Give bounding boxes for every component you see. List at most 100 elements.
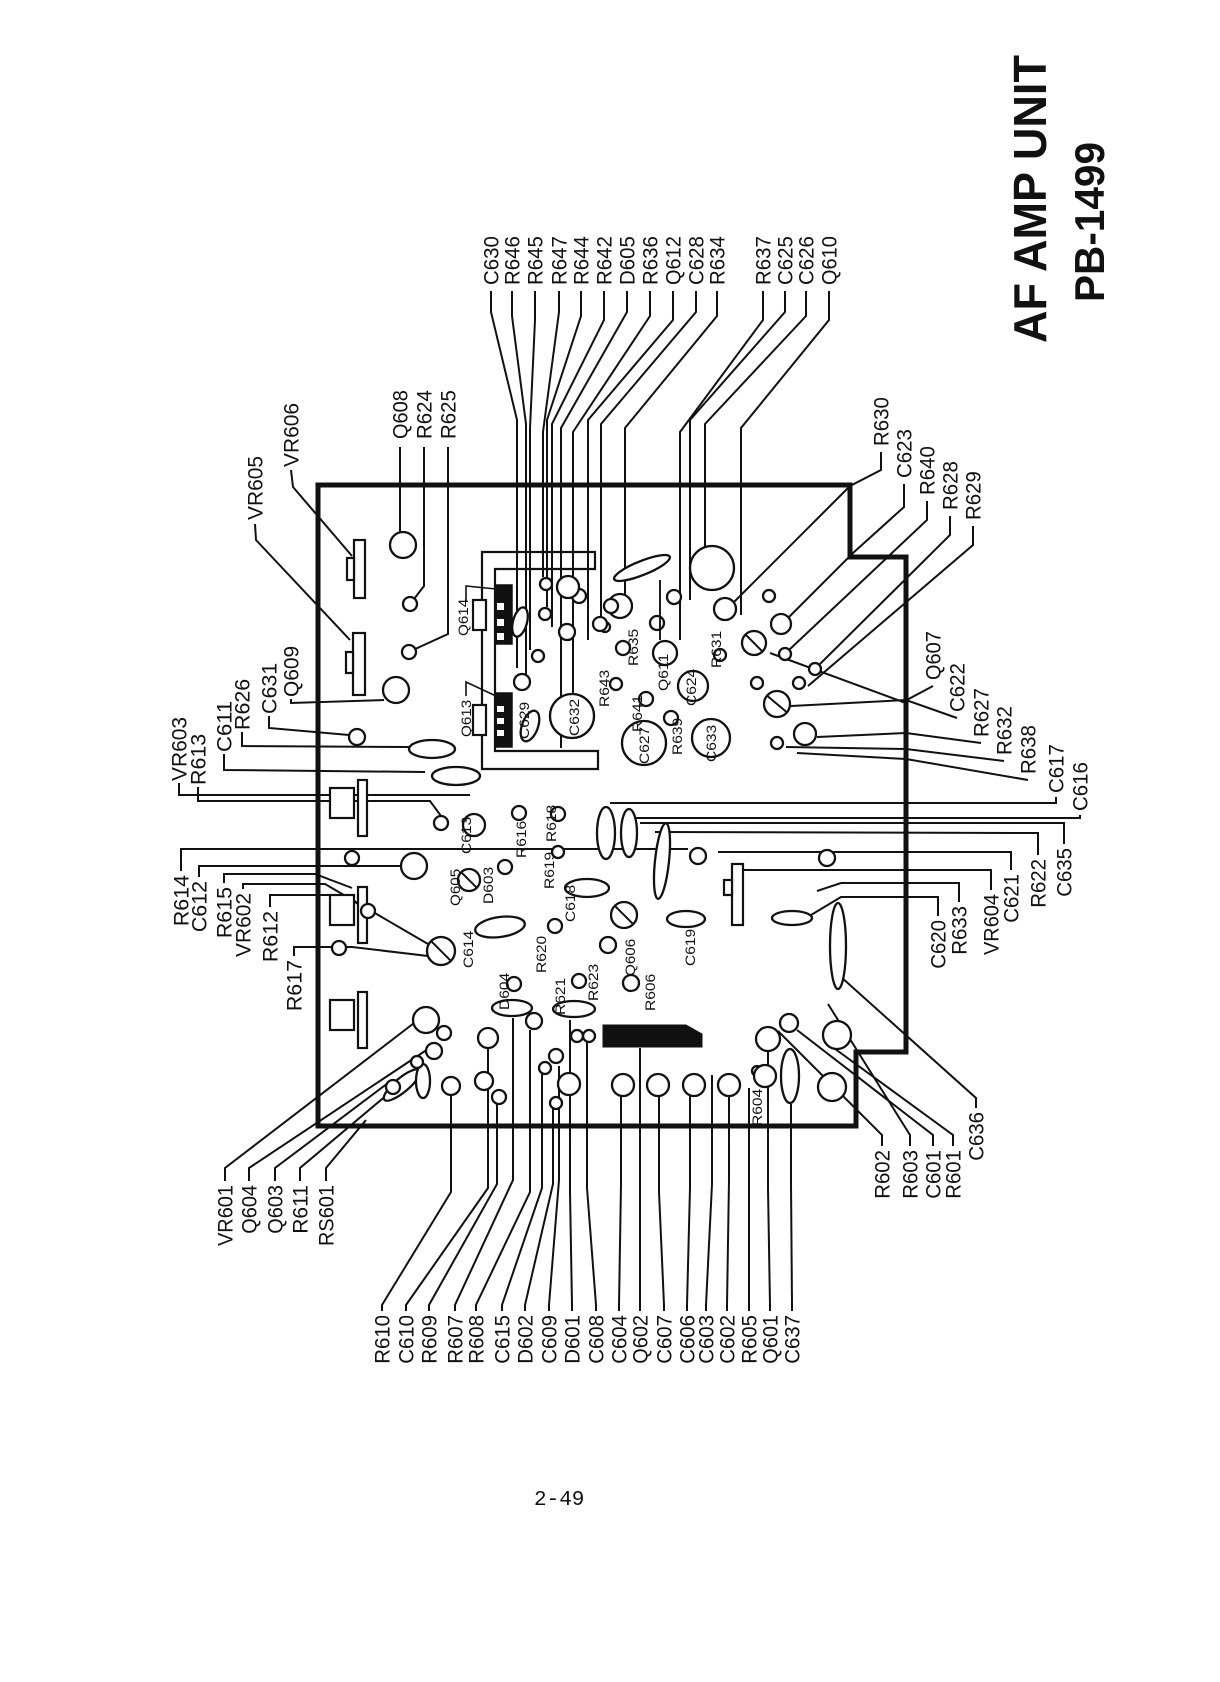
svg-text:C622: C622: [947, 663, 970, 712]
svg-text:R635: R635: [625, 629, 641, 666]
svg-text:R605: R605: [739, 1315, 762, 1364]
svg-text:PB-1499: PB-1499: [1066, 142, 1113, 302]
svg-text:C619: C619: [682, 929, 698, 966]
svg-text:RS601: RS601: [316, 1185, 339, 1246]
svg-text:R604: R604: [749, 1089, 765, 1126]
svg-text:R641: R641: [629, 695, 645, 732]
svg-text:C628: C628: [686, 236, 709, 285]
svg-text:R644: R644: [571, 236, 594, 285]
svg-text:Q602: Q602: [630, 1315, 653, 1364]
svg-text:C631: C631: [259, 663, 282, 714]
svg-text:Q613: Q613: [458, 700, 474, 737]
svg-text:R625: R625: [438, 390, 461, 439]
svg-text:D601: D601: [562, 1315, 585, 1364]
svg-text:R602: R602: [872, 1150, 895, 1199]
svg-text:Q607: Q607: [923, 631, 946, 680]
svg-text:VR601: VR601: [215, 1185, 238, 1246]
svg-text:VR606: VR606: [281, 403, 304, 467]
svg-text:R643: R643: [596, 670, 612, 707]
svg-text:C616: C616: [1070, 762, 1093, 811]
svg-text:C637: C637: [782, 1315, 805, 1364]
svg-text:R633: R633: [949, 906, 972, 955]
svg-text:Q609: Q609: [281, 646, 304, 697]
svg-text:R606: R606: [642, 974, 658, 1011]
svg-text:C601: C601: [923, 1150, 946, 1199]
svg-text:C610: C610: [396, 1315, 419, 1364]
svg-text:C632: C632: [566, 699, 582, 736]
svg-text:R614: R614: [171, 875, 194, 927]
svg-text:R642: R642: [594, 236, 617, 285]
svg-text:R646: R646: [502, 236, 525, 285]
svg-text:D603: D603: [480, 867, 496, 904]
svg-text:VR605: VR605: [245, 456, 268, 520]
svg-text:R628: R628: [940, 461, 963, 510]
svg-text:C624: C624: [683, 669, 699, 706]
svg-text:C611: C611: [214, 701, 237, 752]
svg-text:R630: R630: [871, 397, 894, 446]
svg-text:2-49: 2-49: [534, 1489, 584, 1512]
svg-text:R632: R632: [994, 706, 1017, 755]
svg-text:Q611: Q611: [655, 654, 671, 691]
svg-text:Q612: Q612: [663, 236, 686, 285]
svg-text:R622: R622: [1028, 859, 1051, 908]
svg-text:C614: C614: [460, 931, 476, 968]
svg-text:D605: D605: [617, 236, 640, 285]
svg-text:D604: D604: [496, 973, 512, 1010]
svg-text:AF AMP UNIT: AF AMP UNIT: [1004, 55, 1056, 343]
svg-text:Q601: Q601: [760, 1315, 783, 1364]
svg-text:C627: C627: [636, 727, 652, 764]
svg-text:C603: C603: [696, 1315, 719, 1364]
svg-text:C613: C613: [458, 817, 474, 854]
svg-text:VR602: VR602: [233, 893, 256, 957]
svg-text:R619: R619: [541, 852, 557, 889]
svg-text:R627: R627: [971, 688, 994, 737]
svg-text:Q606: Q606: [622, 939, 638, 976]
svg-text:R601: R601: [943, 1150, 966, 1199]
svg-text:C621: C621: [1001, 874, 1024, 923]
svg-text:D602: D602: [515, 1315, 538, 1364]
svg-text:VR603: VR603: [169, 717, 192, 781]
svg-text:C607: C607: [654, 1315, 677, 1364]
svg-text:R615: R615: [214, 887, 237, 938]
svg-text:R612: R612: [260, 911, 283, 962]
svg-text:C636: C636: [966, 1112, 989, 1161]
svg-text:R620: R620: [533, 936, 549, 973]
svg-text:VR604: VR604: [981, 894, 1004, 955]
svg-text:C623: C623: [894, 429, 917, 478]
svg-text:C633: C633: [703, 725, 719, 762]
svg-text:Q605: Q605: [447, 869, 463, 906]
svg-text:R639: R639: [669, 718, 685, 755]
svg-text:R626: R626: [232, 679, 255, 730]
svg-text:C629: C629: [516, 702, 532, 739]
svg-text:R603: R603: [900, 1150, 923, 1199]
svg-text:R617: R617: [284, 960, 307, 1011]
svg-text:Q614: Q614: [455, 599, 471, 636]
svg-text:C625: C625: [775, 236, 798, 285]
svg-text:C608: C608: [586, 1315, 609, 1364]
svg-text:C606: C606: [677, 1315, 700, 1364]
svg-text:R640: R640: [917, 446, 940, 495]
svg-text:C615: C615: [492, 1315, 515, 1364]
svg-text:R613: R613: [188, 734, 211, 785]
svg-text:Q603: Q603: [265, 1185, 288, 1234]
svg-text:C604: C604: [609, 1315, 632, 1364]
svg-text:R610: R610: [372, 1315, 395, 1364]
svg-text:C617: C617: [1046, 744, 1069, 793]
svg-text:R621: R621: [552, 978, 568, 1015]
svg-text:C630: C630: [481, 236, 504, 285]
svg-text:R607: R607: [445, 1315, 468, 1364]
svg-text:R637: R637: [753, 236, 776, 285]
svg-text:R645: R645: [525, 236, 548, 285]
svg-text:R616: R616: [513, 821, 529, 858]
svg-text:C612: C612: [189, 881, 212, 932]
svg-text:R609: R609: [419, 1315, 442, 1364]
svg-text:R647: R647: [549, 236, 572, 285]
svg-text:C602: C602: [717, 1315, 740, 1364]
svg-text:Q604: Q604: [239, 1185, 262, 1234]
svg-text:C620: C620: [928, 920, 951, 969]
svg-text:R631: R631: [708, 631, 724, 668]
svg-text:R623: R623: [585, 964, 601, 1001]
svg-text:R608: R608: [466, 1315, 489, 1364]
svg-text:R618: R618: [543, 805, 559, 842]
svg-text:Q608: Q608: [390, 390, 413, 439]
